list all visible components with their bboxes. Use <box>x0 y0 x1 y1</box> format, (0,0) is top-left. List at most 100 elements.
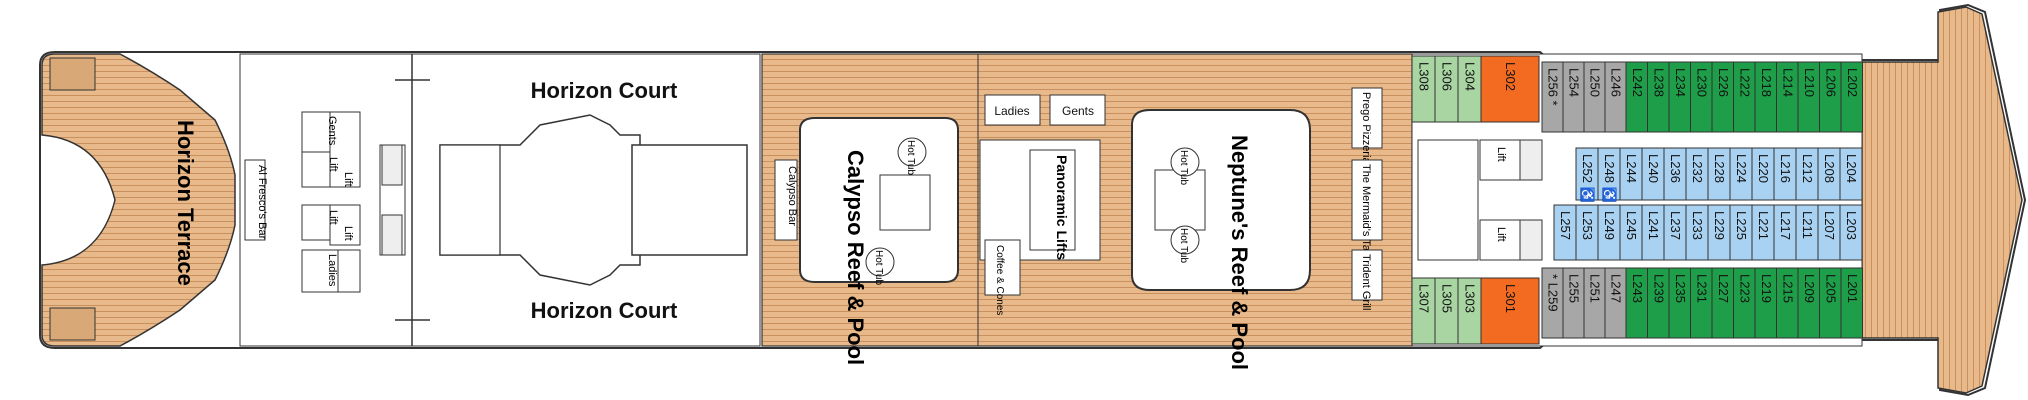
cabin-l203[interactable] <box>1839 204 1863 261</box>
lift-label: Lift <box>327 157 339 172</box>
cabin-label: L216 <box>1778 154 1793 183</box>
cabin-label: L220 <box>1756 154 1771 183</box>
cabin-label: L203 <box>1844 211 1859 240</box>
cabin-label: L305 <box>1440 284 1455 313</box>
cabin-label: L242 <box>1630 68 1645 97</box>
deck-furniture <box>49 307 96 341</box>
cabin-label: L253 <box>1580 211 1595 240</box>
cabin-label: L301 <box>1503 284 1518 313</box>
cabin-label: L208 <box>1822 154 1837 183</box>
cabin-label: L256 * <box>1546 68 1561 106</box>
cabin-label: L251 <box>1588 274 1603 303</box>
cabin-label: L249 <box>1602 211 1617 240</box>
cabin-label: L238 <box>1651 68 1666 97</box>
cabin-label: L255 <box>1567 274 1582 303</box>
hot-tub-label: Hot Tub <box>905 140 916 175</box>
cabin-label: L237 <box>1668 211 1683 240</box>
cabin-label: * L259 <box>1546 274 1561 312</box>
lift-label: Lift <box>1495 227 1507 242</box>
cabin-l302[interactable] <box>1480 55 1540 123</box>
cabin-label: L239 <box>1651 274 1666 303</box>
cabin-label: L227 <box>1716 274 1731 303</box>
lift-label: Lift <box>327 210 339 225</box>
cabin-label: L302 <box>1503 62 1518 91</box>
cabin-label: L223 <box>1737 274 1752 303</box>
cabin-l201[interactable] <box>1840 267 1863 339</box>
cabin-label: L307 <box>1417 284 1432 313</box>
neptunes-pool-label: Neptune's Reef & Pool <box>1227 135 1252 370</box>
lift-label: Lift <box>342 226 354 241</box>
cabin-label: L211 <box>1800 211 1815 239</box>
cabin-label: L303 <box>1463 284 1478 313</box>
coffee-cones-label: Coffee & Cones <box>994 245 1005 315</box>
cabin-label: L202 <box>1845 68 1860 97</box>
cabin-label: L236 <box>1668 154 1683 183</box>
cabin-label: L215 <box>1780 274 1795 303</box>
panoramic-lifts-label: Panoramic Lifts <box>1054 155 1070 260</box>
cabin-label: L218 <box>1759 68 1774 97</box>
horizon-terrace-deck <box>41 53 236 347</box>
stairs-aft <box>381 144 403 256</box>
cabin-label: L225 <box>1734 211 1749 240</box>
cabin-label: L209 <box>1802 274 1817 303</box>
cabin-label: L233 <box>1690 211 1705 240</box>
horizon-terrace-label: Horizon Terrace <box>173 120 198 286</box>
cabin-label: L306 <box>1440 62 1455 91</box>
cabin-label: L234 <box>1673 68 1688 97</box>
mermaids-tail-bar-label: The Mermaid's Tail Bar <box>1360 164 1372 276</box>
ladies-label: Ladies <box>994 104 1029 118</box>
hot-tub-label: Hot Tub <box>1178 228 1189 263</box>
cabin-label: L243 <box>1630 274 1645 303</box>
hot-tub-label: Hot Tub <box>1178 150 1189 185</box>
alfresco-bar-label: Al Fresco's Bar <box>256 165 268 240</box>
trident-grill-label: Trident Grill <box>1360 254 1372 310</box>
gents-aft-label: Gents <box>326 116 338 146</box>
cabin-label: L252 ♿ <box>1580 154 1595 203</box>
calypso-bar-label: Calypso Bar <box>786 166 798 226</box>
cabin-label: L240 <box>1646 154 1661 183</box>
cabin-label: L210 <box>1802 68 1817 97</box>
lift-label: Lift <box>1495 147 1507 162</box>
cabin-label: L214 <box>1780 68 1795 97</box>
cabin-label: L205 <box>1823 274 1838 303</box>
cabin-label: L222 <box>1737 68 1752 97</box>
cabin-label: L250 <box>1588 68 1603 97</box>
cabin-label: L245 <box>1624 211 1639 240</box>
cabin-l204[interactable] <box>1839 147 1863 201</box>
cabin-label: L228 <box>1712 154 1727 183</box>
cabin-label: L219 <box>1759 274 1774 303</box>
cabin-label: L308 <box>1417 62 1432 91</box>
cabin-label: L224 <box>1734 154 1749 183</box>
cabin-label: L221 <box>1756 211 1771 240</box>
cabin-label: L207 <box>1822 211 1837 240</box>
calypso-pool-label: Calypso Reef & Pool <box>843 150 868 365</box>
horizon-court-label-top: Horizon Court <box>531 78 678 103</box>
cabin-label: L231 <box>1694 274 1709 303</box>
cabin-label: L226 <box>1716 68 1731 97</box>
cabin-l202[interactable] <box>1840 61 1863 133</box>
horizon-court-label-bottom: Horizon Court <box>531 298 678 323</box>
bow-deck-wood <box>1861 6 2023 394</box>
cabin-label: L217 <box>1778 211 1793 240</box>
aft-lift-bank <box>301 111 361 293</box>
cabin-label: L241 <box>1646 211 1661 240</box>
cabin-label: L230 <box>1694 68 1709 97</box>
cabin-label: L246 <box>1609 68 1624 97</box>
cabin-label: L204 <box>1844 154 1859 183</box>
hot-tub-label: Hot Tub <box>873 250 884 285</box>
cabin-label: L232 <box>1690 154 1705 183</box>
cabin-label: L254 <box>1567 68 1582 97</box>
cabin-label: L257 <box>1558 211 1573 240</box>
cabin-label: L229 <box>1712 211 1727 240</box>
cabin-label: L304 <box>1463 62 1478 91</box>
ladies-aft-label: Ladies <box>326 254 338 287</box>
cabin-label: L235 <box>1673 274 1688 303</box>
lift-label: Lift <box>342 172 354 187</box>
prego-pizzeria-label: Prego Pizzeria <box>1360 92 1372 164</box>
cabin-l301[interactable] <box>1480 277 1540 345</box>
cabin-label: L244 <box>1624 154 1639 183</box>
stairs-forward <box>1519 139 1543 261</box>
cabin-label: L248 ♿ <box>1602 154 1617 203</box>
cabin-label: L212 <box>1800 154 1815 183</box>
